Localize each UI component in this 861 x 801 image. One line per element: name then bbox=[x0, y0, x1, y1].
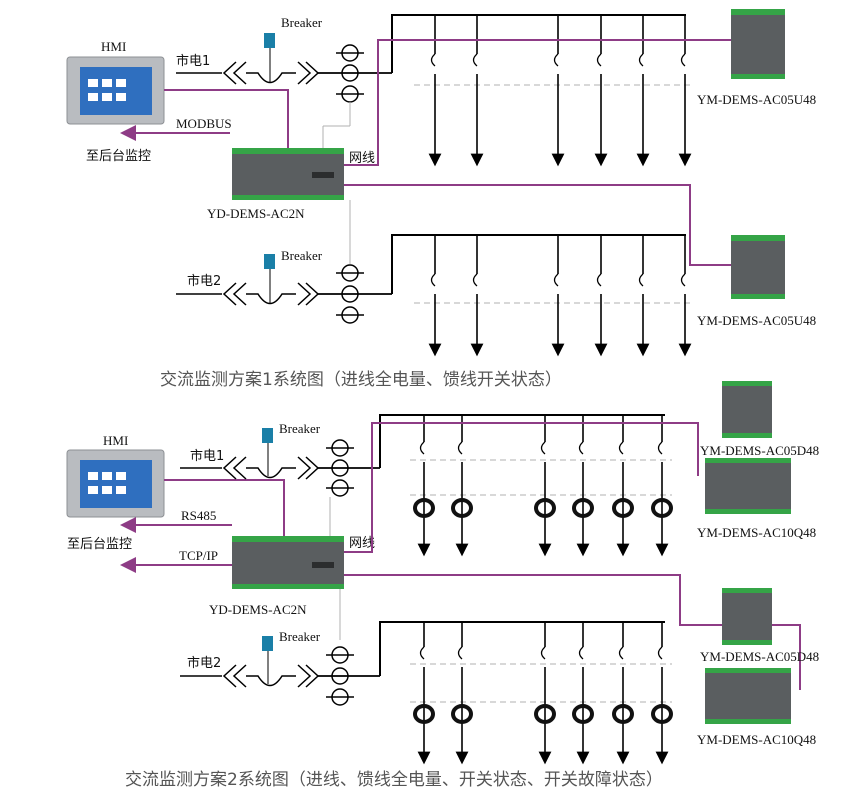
breaker-label-1a: Breaker bbox=[281, 15, 323, 30]
module-2a bbox=[722, 381, 772, 438]
module-label-2b: YM-DEMS-AC10Q48 bbox=[697, 525, 816, 540]
backend-label-2: 至后台监控 bbox=[67, 537, 132, 552]
feeder-branch bbox=[451, 622, 473, 765]
feeder-group-2a bbox=[413, 415, 673, 557]
caption-2: 交流监测方案2系统图（进线、馈线全电量、开关状态、开关故障状态） bbox=[125, 770, 663, 790]
feeder-branch bbox=[572, 622, 594, 765]
rs485-label: RS485 bbox=[181, 508, 216, 523]
feeder-branch bbox=[428, 235, 442, 357]
feeder-branch bbox=[551, 15, 565, 167]
feeder-branch bbox=[651, 415, 673, 557]
feeder-branch bbox=[534, 622, 556, 765]
module-label-2d: YM-DEMS-AC10Q48 bbox=[697, 732, 816, 747]
feeder-branch bbox=[612, 622, 634, 765]
breaker-icon-2b bbox=[262, 636, 273, 651]
feeder-branch bbox=[413, 415, 435, 557]
ct-sensor-icon bbox=[451, 498, 473, 518]
module-2c bbox=[722, 588, 772, 645]
module-1b bbox=[731, 235, 785, 299]
network-link-1a bbox=[344, 39, 731, 166]
feeder-branch bbox=[678, 235, 692, 357]
feeder-branch bbox=[612, 415, 634, 557]
breaker-label-1b: Breaker bbox=[281, 248, 323, 263]
breaker-icon-1a bbox=[264, 33, 275, 48]
feeder-branch bbox=[451, 415, 473, 557]
module-label-2c: YM-DEMS-AC05D48 bbox=[700, 649, 819, 664]
diagram-1: HMI MODBUS 至后台监控 市电1 Breaker bbox=[66, 9, 816, 390]
feeder-branch bbox=[572, 415, 594, 557]
feeder-branch bbox=[636, 15, 650, 167]
network-label-2: 网线 bbox=[349, 536, 375, 551]
hmi-link-2 bbox=[164, 479, 285, 538]
feeder-group-1b bbox=[428, 235, 692, 357]
ct-sensor-icon bbox=[612, 498, 634, 518]
controller-2 bbox=[232, 536, 344, 589]
hmi-label-1: HMI bbox=[101, 39, 126, 54]
ct-sensor-icon bbox=[612, 704, 634, 724]
ct-group-1b bbox=[336, 264, 364, 324]
mains2-label-2: 市电2 bbox=[187, 655, 221, 671]
hmi-panel-1 bbox=[66, 56, 165, 125]
module-label-1b: YM-DEMS-AC05U48 bbox=[697, 313, 816, 328]
feeder-branch bbox=[534, 415, 556, 557]
mains1-label-2: 市电1 bbox=[190, 448, 224, 464]
ct-sensor-icon bbox=[413, 498, 435, 518]
feeder-branch bbox=[636, 235, 650, 357]
feeder-branch bbox=[651, 622, 673, 765]
breaker-icon-1b bbox=[264, 254, 275, 269]
ct-sensor-icon bbox=[413, 704, 435, 724]
feeder-branch bbox=[470, 235, 484, 357]
hmi-link-1 bbox=[164, 89, 289, 150]
ct-sensor-icon bbox=[534, 498, 556, 518]
module-2b bbox=[705, 458, 791, 514]
feeder-group-2b bbox=[413, 622, 673, 765]
network-link-1b bbox=[344, 184, 731, 266]
feeder-branch bbox=[413, 622, 435, 765]
breaker-label-2a: Breaker bbox=[279, 421, 321, 436]
feeder-branch bbox=[678, 15, 692, 167]
network-link-2a bbox=[344, 422, 699, 553]
module-label-1a: YM-DEMS-AC05U48 bbox=[697, 92, 816, 107]
controller-label-2: YD-DEMS-AC2N bbox=[209, 602, 307, 617]
feeder-branch bbox=[551, 235, 565, 357]
ct-sensor-icon bbox=[651, 704, 673, 724]
hmi-label-2: HMI bbox=[103, 433, 128, 448]
breaker-icon-2a bbox=[262, 428, 273, 443]
hmi-panel-2 bbox=[66, 449, 165, 518]
controller-1 bbox=[232, 148, 344, 200]
ct-sensor-icon bbox=[451, 704, 473, 724]
network-label-1: 网线 bbox=[349, 151, 375, 166]
modbus-label: MODBUS bbox=[176, 116, 232, 131]
ct-group-2a bbox=[326, 439, 354, 497]
feeder-branch bbox=[594, 15, 608, 167]
feeder-branch bbox=[428, 15, 442, 167]
controller-label-1: YD-DEMS-AC2N bbox=[207, 206, 305, 221]
feeder-branch bbox=[594, 235, 608, 357]
module-label-2a: YM-DEMS-AC05D48 bbox=[700, 443, 819, 458]
module-1a bbox=[731, 9, 785, 79]
breaker-label-2b: Breaker bbox=[279, 629, 321, 644]
mains2-label-1: 市电2 bbox=[187, 273, 221, 289]
ct-sensor-icon bbox=[572, 704, 594, 724]
feeder-group-1a bbox=[428, 15, 692, 167]
caption-1: 交流监测方案1系统图（进线全电量、馈线开关状态） bbox=[160, 370, 562, 390]
feeder-branch bbox=[470, 15, 484, 167]
ct-sensor-icon bbox=[651, 498, 673, 518]
module-2d bbox=[705, 668, 791, 724]
ct-sensor-icon bbox=[534, 704, 556, 724]
diagram-2: HMI RS485 TCP/IP 至后台监控 市电1 Breaker bbox=[66, 381, 819, 790]
ct-group-2b bbox=[326, 646, 354, 706]
ct-group-1a bbox=[336, 44, 364, 103]
tcpip-label: TCP/IP bbox=[179, 548, 218, 563]
ct-sensor-icon bbox=[572, 498, 594, 518]
network-link-2b bbox=[344, 574, 801, 690]
backend-label-1: 至后台监控 bbox=[86, 149, 151, 164]
mains1-label-1: 市电1 bbox=[176, 53, 210, 69]
